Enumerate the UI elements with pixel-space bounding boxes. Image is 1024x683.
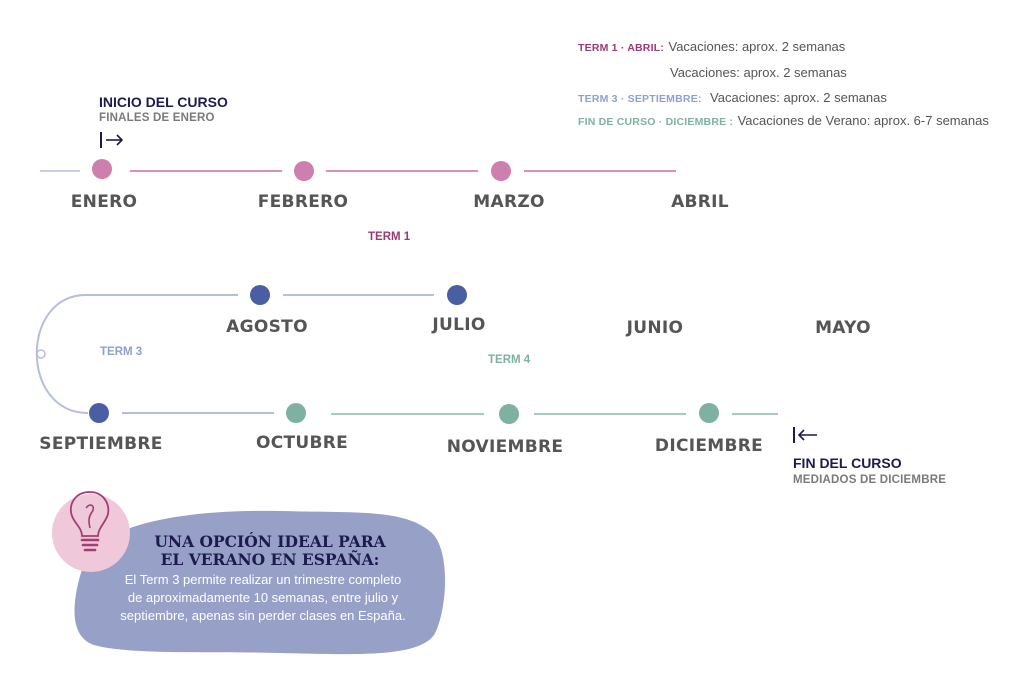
legend-key: TERM 1 · ABRIL: bbox=[578, 42, 665, 54]
month-label-febrero: FEBRERO bbox=[257, 192, 349, 212]
legend-value: Vacaciones: aprox. 2 semanas bbox=[710, 90, 887, 105]
callout-body-line2: de aproximadamente 10 semanas, entre jul… bbox=[127, 590, 399, 605]
month-dot-diciembre bbox=[699, 403, 719, 423]
term-label-4: TERM 4 bbox=[488, 354, 531, 366]
month-label-junio: JUNIO bbox=[626, 318, 684, 338]
month-label-diciembre: DICIEMBRE bbox=[654, 436, 764, 456]
month-dot-noviembre bbox=[499, 404, 519, 424]
end-title: FIN DEL CURSO bbox=[793, 455, 902, 471]
month-dot-febrero bbox=[294, 161, 314, 181]
month-dot-julio bbox=[447, 285, 467, 305]
callout-title-line2: EL VERANO EN ESPAÑA: bbox=[160, 550, 380, 569]
callout-body-line3: septiembre, apenas sin perder clases en … bbox=[120, 608, 406, 623]
legend-value: Vacaciones: aprox. 2 semanas bbox=[668, 39, 846, 54]
month-label-mayo: MAYO bbox=[815, 318, 871, 338]
legend-row: TERM 3 · SEPTIEMBRE: Vacaciones: aprox. … bbox=[578, 89, 887, 107]
month-dot-marzo bbox=[491, 161, 511, 181]
lightbulb-circle bbox=[52, 494, 130, 572]
month-label-marzo: MARZO bbox=[473, 192, 545, 212]
legend-value: Vacaciones: aprox. 2 semanas bbox=[670, 65, 847, 80]
month-label-septiembre: SEPTIEMBRE bbox=[39, 434, 163, 454]
month-dot-agosto bbox=[250, 285, 270, 305]
month-label-octubre: OCTUBRE bbox=[255, 433, 349, 453]
term-label-1: TERM 1 bbox=[368, 231, 411, 243]
legend-key: TERM 3 · SEPTIEMBRE: bbox=[578, 93, 702, 105]
callout-title-line1: UNA OPCIÓN IDEAL PARA bbox=[154, 532, 386, 551]
month-label-julio: JULIO bbox=[432, 315, 486, 335]
callout-background bbox=[74, 510, 446, 655]
month-label-abril: ABRIL bbox=[671, 192, 729, 212]
month-label-enero: ENERO bbox=[70, 192, 138, 212]
legend-key: FIN DE CURSO · DICIEMBRE : bbox=[578, 116, 734, 128]
legend-row: TERM 1 · ABRIL: Vacaciones: aprox. 2 sem… bbox=[578, 38, 845, 56]
legend-value: Vacaciones de Verano: aprox. 6-7 semanas bbox=[737, 113, 989, 128]
end-subtitle: MEDIADOS DE DICIEMBRE bbox=[793, 474, 947, 486]
legend-row: Vacaciones: aprox. 2 semanas bbox=[670, 64, 847, 82]
legend: TERM 1 · ABRIL: Vacaciones: aprox. 2 sem… bbox=[578, 36, 1018, 136]
lightbulb-icon bbox=[69, 491, 110, 552]
curve-marker bbox=[36, 349, 46, 359]
start-subtitle: FINALES DE ENERO bbox=[99, 112, 215, 124]
term-label-3: TERM 3 bbox=[100, 346, 143, 358]
legend-row: FIN DE CURSO · DICIEMBRE : Vacaciones de… bbox=[578, 112, 989, 130]
month-label-noviembre: NOVIEMBRE bbox=[446, 437, 564, 457]
month-dot-enero bbox=[92, 159, 112, 179]
start-title: INICIO DEL CURSO bbox=[99, 94, 228, 110]
arrow-left-to-bar-icon bbox=[793, 427, 817, 443]
month-label-agosto: AGOSTO bbox=[226, 317, 308, 337]
arrow-right-from-bar-icon bbox=[100, 132, 124, 148]
month-dot-septiembre bbox=[89, 403, 109, 423]
callout-body-line1: El Term 3 permite realizar un trimestre … bbox=[124, 572, 402, 587]
month-dot-octubre bbox=[286, 403, 306, 423]
